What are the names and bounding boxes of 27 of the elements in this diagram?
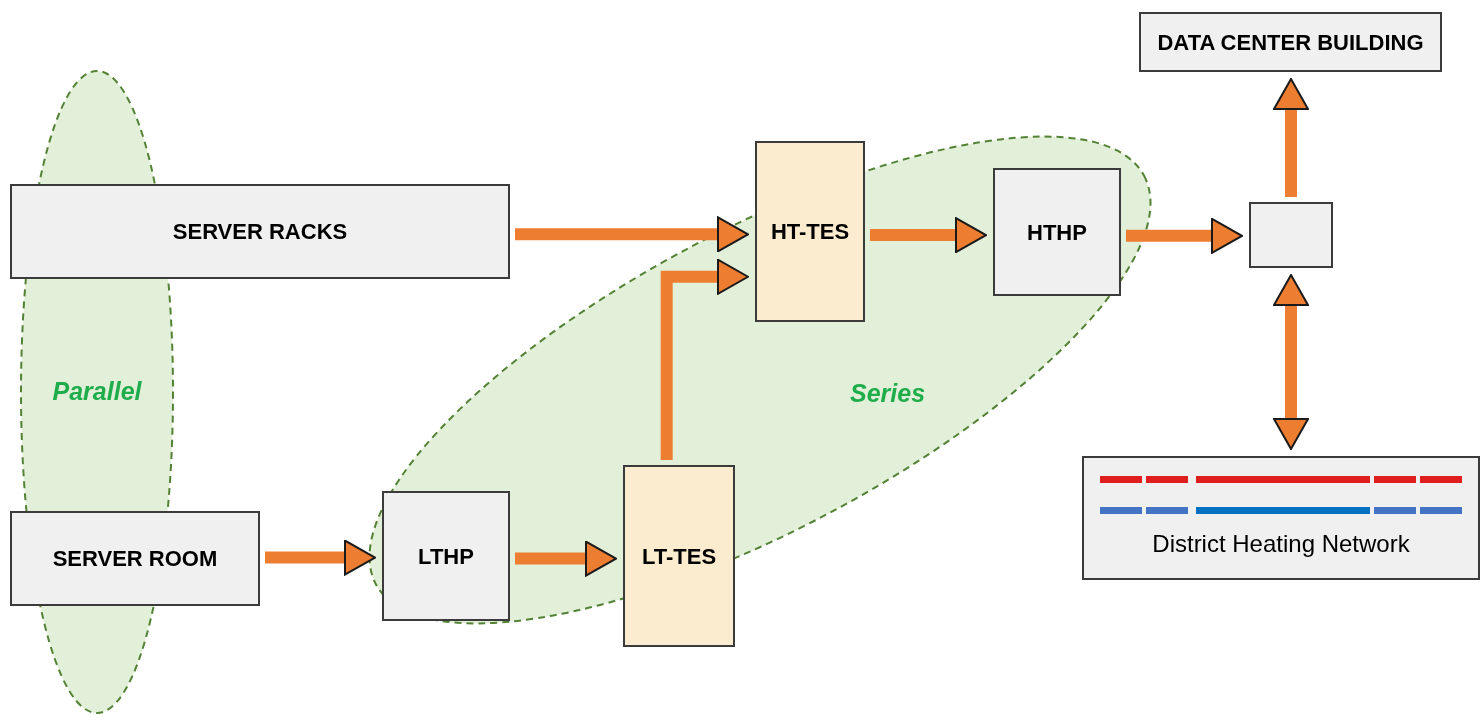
- process-box: [10, 184, 510, 279]
- node-label: LTHP: [418, 542, 474, 571]
- node-label: HT-TES: [770, 218, 850, 246]
- arrow: [1273, 274, 1309, 450]
- node-label: District Heating Network: [1152, 529, 1410, 559]
- node-label: SERVER RACKS: [172, 218, 348, 246]
- process-box: [10, 511, 260, 606]
- arrow: [870, 217, 987, 254]
- node-label: LT-TES: [641, 542, 717, 571]
- arrow: [1126, 217, 1243, 254]
- storage-box: [755, 141, 865, 322]
- arrow: [1273, 78, 1309, 197]
- process-box: [993, 168, 1121, 296]
- arrow: [265, 539, 376, 576]
- node-label: SERVER ROOM: [52, 545, 218, 573]
- node-label: DATA CENTER BUILDING: [1157, 28, 1424, 57]
- arrow: [515, 216, 749, 253]
- network-box: [1082, 456, 1480, 580]
- node-label: HTHP: [1027, 218, 1087, 247]
- group-label: Parallel: [52, 376, 142, 408]
- storage-box: [623, 465, 735, 647]
- junction-box: [1249, 202, 1333, 268]
- group-label: Series: [850, 378, 926, 409]
- process-box: [1139, 12, 1442, 72]
- arrow: [515, 540, 617, 577]
- process-box: [382, 491, 510, 621]
- arrow: [660, 258, 749, 460]
